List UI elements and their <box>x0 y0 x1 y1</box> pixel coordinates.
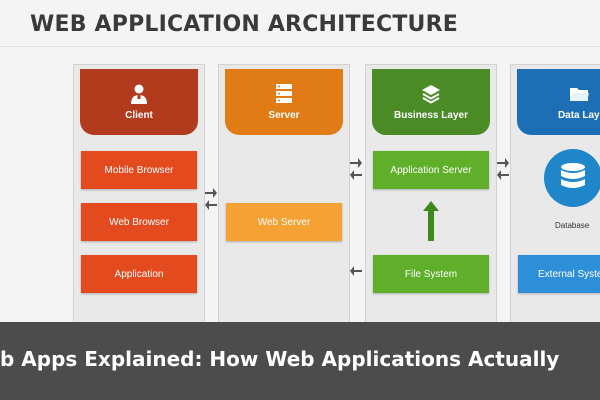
application-server-box: Application Server <box>373 151 489 189</box>
caption-text: b Apps Explained: How Web Applications A… <box>0 347 560 371</box>
server-header: Server <box>225 69 343 135</box>
business-layer-header-label: Business Layer <box>394 110 468 121</box>
business-layer-header: Business Layer <box>372 69 490 135</box>
database-icon <box>561 163 585 188</box>
server-column: Server Web Server <box>218 64 350 333</box>
client-server-arrows <box>205 188 217 210</box>
data-layer-column: Data Layer Database External Syste <box>510 64 600 324</box>
folder-icon <box>568 83 590 105</box>
client-header-label: Client <box>125 110 153 121</box>
web-browser-box: Web Browser <box>81 203 197 241</box>
up-arrow <box>423 201 439 241</box>
layers-icon <box>420 83 442 105</box>
external-system-box: External Syste <box>518 255 600 293</box>
web-server-box: Web Server <box>226 203 342 241</box>
caption-banner <box>0 322 600 400</box>
mobile-browser-box: Mobile Browser <box>81 151 197 189</box>
server-rack-icon <box>273 83 295 105</box>
diagram-title: WEB APPLICATION ARCHITECTURE <box>30 12 458 37</box>
business-data-arrows <box>497 158 509 180</box>
title-divider <box>0 46 600 47</box>
server-business-arrows-top <box>350 158 362 180</box>
client-column: Client Mobile Browser Web Browser Applic… <box>73 64 205 333</box>
client-header: Client <box>80 69 198 135</box>
data-layer-header: Data Layer <box>517 69 600 135</box>
database-circle <box>544 149 600 207</box>
database-label: Database <box>555 221 590 230</box>
user-icon <box>128 83 150 105</box>
file-system-box: File System <box>373 255 489 293</box>
business-layer-column: Business Layer Application Server File S… <box>365 64 497 333</box>
server-header-label: Server <box>268 110 300 121</box>
data-layer-header-label: Data Layer <box>557 110 600 121</box>
server-business-arrow-bottom <box>350 266 362 276</box>
application-box: Application <box>81 255 197 293</box>
